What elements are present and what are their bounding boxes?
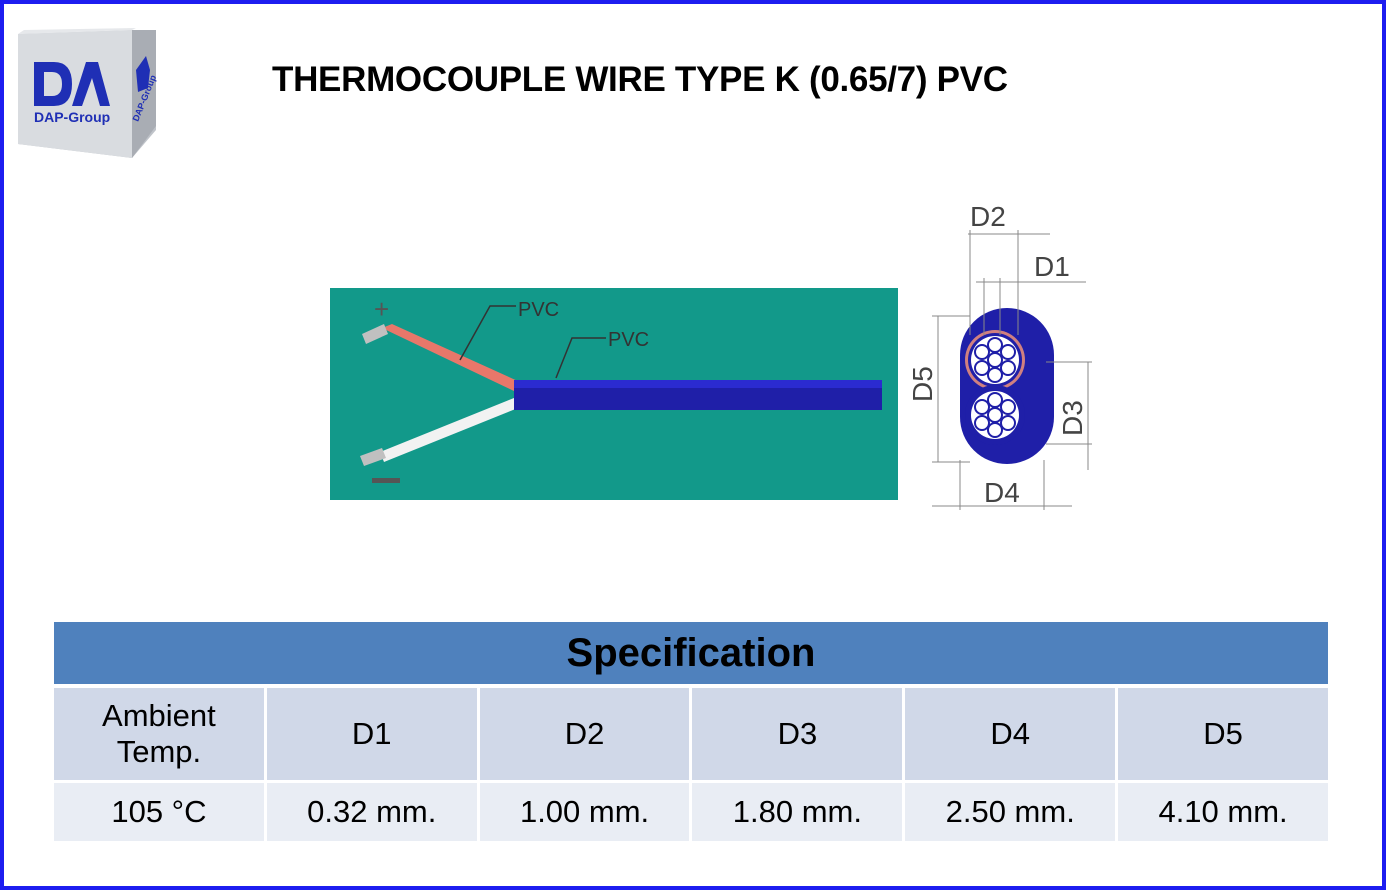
d3-label: D3 <box>1057 400 1088 436</box>
val-d1: 0.32 mm. <box>266 780 477 841</box>
d1-label: D1 <box>1034 251 1070 282</box>
page-title: THERMOCOUPLE WIRE TYPE K (0.65/7) PVC <box>272 60 1008 99</box>
col-d3: D3 <box>692 684 903 780</box>
col-ambient-temp: Ambient Temp. <box>54 684 264 780</box>
specification-table: Specification Ambient Temp. D1 D2 D3 D4 … <box>54 622 1328 841</box>
val-d4: 2.50 mm. <box>905 780 1116 841</box>
spec-header: Specification <box>54 622 1328 684</box>
minus-label <box>372 478 400 483</box>
col-d5: D5 <box>1118 684 1328 780</box>
spec-grid: Ambient Temp. D1 D2 D3 D4 D5 105 °C 0.32… <box>51 684 1331 841</box>
spec-value-row: 105 °C 0.32 mm. 1.00 mm. 1.80 mm. 2.50 m… <box>54 780 1328 841</box>
spec-header-row: Ambient Temp. D1 D2 D3 D4 D5 <box>54 684 1328 780</box>
val-d2: 1.00 mm. <box>479 780 690 841</box>
dap-group-logo: DAP-Group DAP-Group <box>14 26 160 162</box>
svg-text:DAP-Group: DAP-Group <box>34 109 110 125</box>
pvc-inner-label: PVC <box>518 299 559 321</box>
wire-drawing: + PVC PVC <box>320 190 1120 520</box>
col-d1: D1 <box>266 684 477 780</box>
val-d5: 4.10 mm. <box>1118 780 1328 841</box>
plus-label: + <box>374 294 389 324</box>
d4-label: D4 <box>984 477 1020 508</box>
val-d3: 1.80 mm. <box>692 780 903 841</box>
col-d4: D4 <box>905 684 1116 780</box>
white-core-wire <box>380 398 518 462</box>
val-ambient-temp: 105 °C <box>54 780 264 841</box>
d5-label: D5 <box>907 366 938 402</box>
red-core-wire <box>382 324 520 392</box>
col-d2: D2 <box>479 684 690 780</box>
d2-label: D2 <box>970 201 1006 232</box>
pvc-outer-label: PVC <box>608 329 649 351</box>
